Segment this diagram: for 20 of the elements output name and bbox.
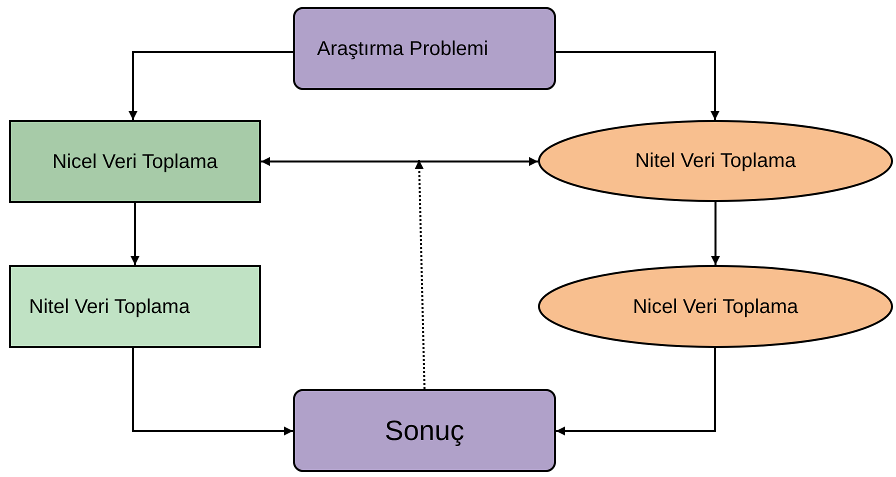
node-label: Sonuç — [384, 414, 464, 448]
arrow — [130, 203, 140, 265]
process-ellipse — [538, 120, 893, 202]
process-box — [9, 265, 261, 348]
node-label: Nitel Veri Toplama — [635, 149, 796, 174]
node-label: Araştırma Problemi — [317, 36, 488, 62]
arrow — [261, 157, 538, 166]
process-ellipse — [538, 265, 893, 348]
arrow — [128, 51, 293, 120]
process-box — [293, 7, 556, 90]
node-label: Nicel Veri Toplama — [52, 150, 218, 174]
dotted-arrow — [414, 160, 426, 390]
node-label: Nitel Veri Toplama — [29, 294, 191, 320]
arrow — [711, 202, 720, 265]
arrow — [132, 348, 293, 436]
arrow — [556, 51, 720, 120]
process-box — [293, 389, 556, 472]
process-box — [9, 120, 261, 203]
arrow — [556, 348, 716, 436]
node-label: Nicel Veri Toplama — [632, 294, 798, 320]
